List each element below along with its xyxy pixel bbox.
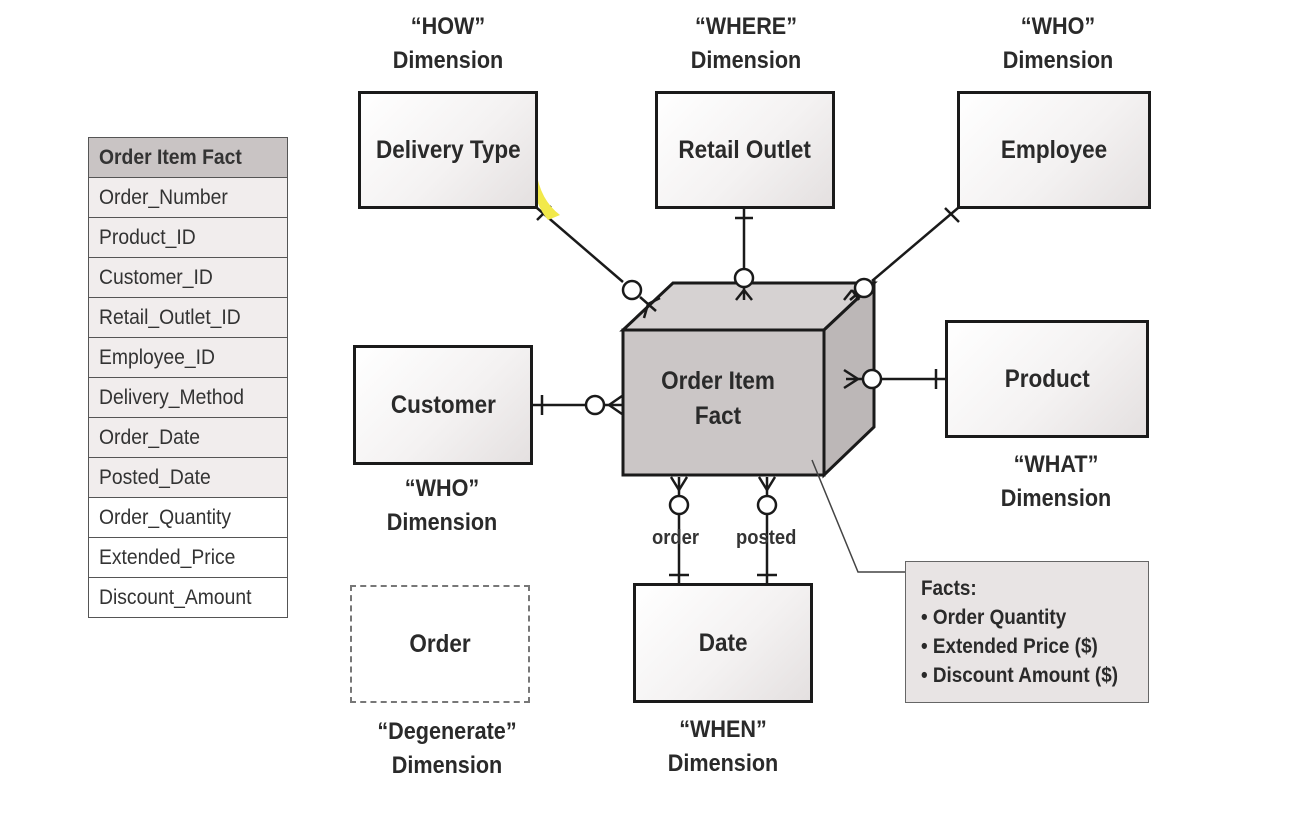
order-degenerate-box: Order bbox=[350, 585, 530, 703]
table-row: Order_Date bbox=[89, 418, 287, 458]
date-posted-connector bbox=[756, 476, 778, 584]
employee-caption: “WHO” Dimension bbox=[1002, 13, 1114, 74]
facts-item: • Order Quantity bbox=[921, 606, 1067, 629]
order-caption: “Degenerate” Dimension bbox=[377, 718, 517, 779]
table-row: Retail_Outlet_ID bbox=[89, 298, 287, 338]
customer-box: Customer bbox=[353, 345, 533, 465]
product-connector bbox=[843, 368, 946, 390]
date-box: Date bbox=[633, 583, 813, 703]
fact-cube bbox=[619, 279, 878, 479]
table-row: Order_Quantity bbox=[89, 498, 287, 538]
table-row: Delivery_Method bbox=[89, 378, 287, 418]
employee-box: Employee bbox=[957, 91, 1151, 209]
table-row: Product_ID bbox=[89, 218, 287, 258]
table-row: Customer_ID bbox=[89, 258, 287, 298]
delivery-type-connector bbox=[536, 205, 661, 319]
facts-title: Facts: bbox=[921, 577, 977, 600]
facts-item: • Extended Price ($) bbox=[921, 635, 1098, 658]
posted-edge-label: posted bbox=[736, 527, 797, 549]
delivery-type-box: Delivery Type bbox=[358, 91, 538, 209]
retail-outlet-connector bbox=[733, 208, 755, 301]
order-item-fact-table: Order Item Fact Order_Number Product_ID … bbox=[88, 137, 288, 618]
customer-connector bbox=[532, 394, 623, 416]
table-header: Order Item Fact bbox=[89, 138, 287, 178]
fact-cube-label: Order Item Fact bbox=[661, 367, 775, 430]
delivery-type-caption: “HOW” Dimension bbox=[392, 13, 504, 74]
table-row: Extended_Price bbox=[89, 538, 287, 578]
facts-callout: Facts: • Order Quantity • Extended Price… bbox=[905, 561, 1149, 703]
table-row: Employee_ID bbox=[89, 338, 287, 378]
retail-outlet-caption: “WHERE” Dimension bbox=[690, 13, 802, 74]
order-edge-label: order bbox=[652, 527, 700, 549]
table-row: Posted_Date bbox=[89, 458, 287, 498]
product-box: Product bbox=[945, 320, 1149, 438]
date-caption: “WHEN” Dimension bbox=[667, 716, 779, 777]
facts-leader-line bbox=[811, 459, 905, 573]
product-caption: “WHAT” Dimension bbox=[1000, 451, 1112, 512]
customer-caption: “WHO” Dimension bbox=[386, 475, 498, 536]
table-row: Order_Number bbox=[89, 178, 287, 218]
retail-outlet-box: Retail Outlet bbox=[655, 91, 835, 209]
table-row: Discount_Amount bbox=[89, 578, 287, 618]
date-order-connector bbox=[668, 476, 690, 584]
employee-connector bbox=[843, 207, 960, 301]
facts-item: • Discount Amount ($) bbox=[921, 664, 1119, 687]
